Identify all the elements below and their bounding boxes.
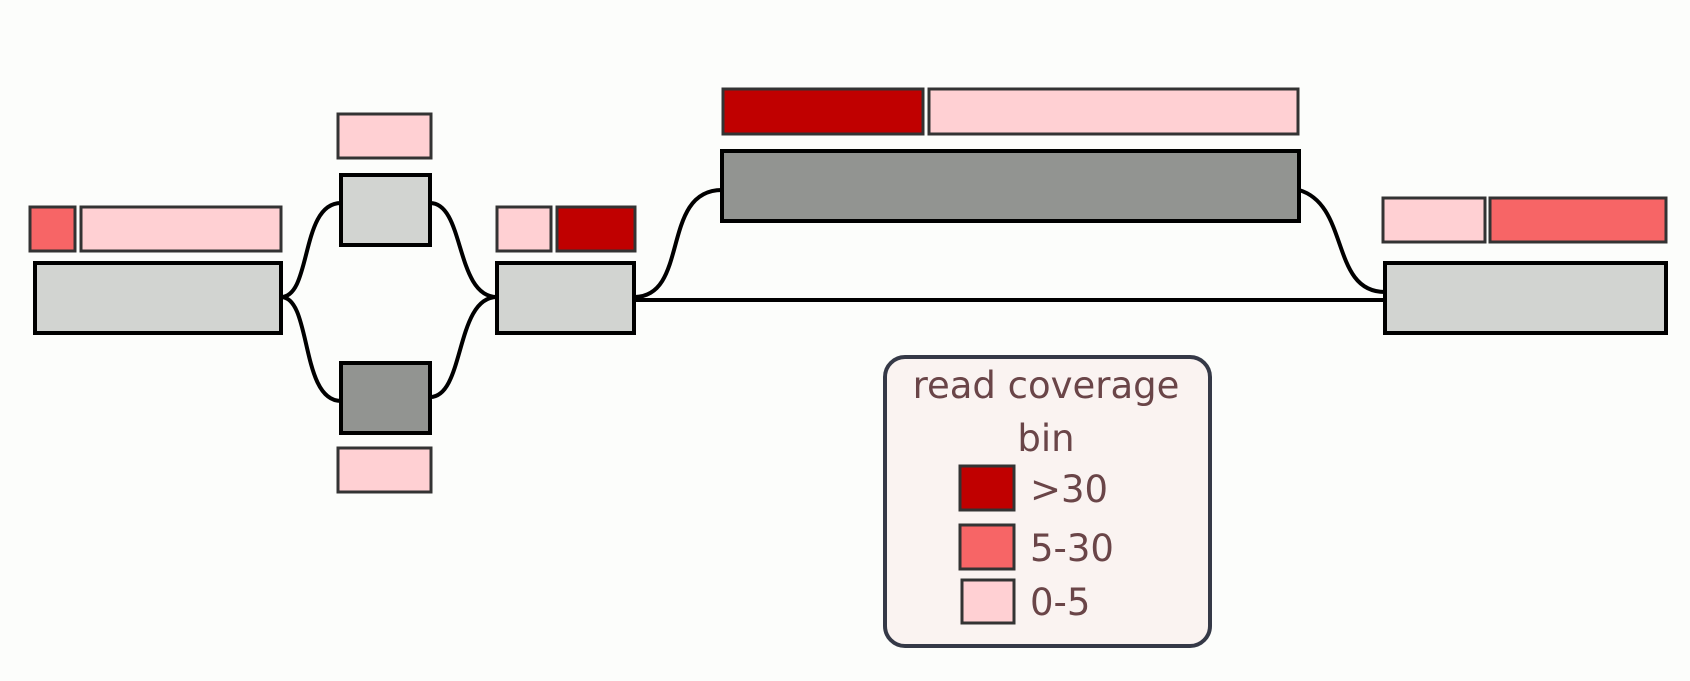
graph-edges — [280, 188, 1386, 403]
edge-node3-node4 — [633, 188, 723, 299]
coverage-bin-0-5 — [336, 112, 433, 160]
coverage-bin-0-5 — [927, 87, 1300, 136]
node-2b — [336, 361, 433, 494]
legend-swatch-5-30 — [958, 523, 1016, 571]
legend-title-line2: bin — [1017, 417, 1074, 460]
node-2a — [336, 112, 433, 247]
edge-node1-node2a — [280, 201, 342, 299]
coverage-bin-0-5 — [495, 205, 553, 253]
coverage-bin-gt30 — [555, 205, 637, 253]
node-3-box — [495, 261, 636, 335]
edge-node1-node2b — [280, 295, 342, 403]
node-5-box — [1383, 261, 1668, 335]
node-2a-box — [339, 173, 432, 247]
node-1 — [28, 205, 283, 335]
legend-label-gt30: >30 — [1030, 468, 1108, 511]
legend-title-line1: read coverage — [913, 364, 1180, 407]
coverage-bin-gt30 — [721, 87, 925, 136]
legend-swatch-0-5 — [960, 578, 1016, 625]
legend-box — [883, 355, 1212, 648]
node-1-box — [33, 261, 283, 335]
legend: read coverage bin >30 5-30 0-5 — [883, 355, 1212, 648]
node-5 — [1381, 196, 1668, 335]
edge-node2a-node3 — [429, 201, 498, 299]
coverage-bin-5-30 — [28, 205, 77, 253]
node-4-box — [720, 149, 1301, 223]
legend-label-5-30: 5-30 — [1030, 527, 1114, 570]
coverage-bin-0-5 — [79, 205, 283, 253]
node-3 — [495, 205, 637, 335]
edge-node2b-node3 — [429, 295, 498, 399]
legend-swatch-gt30 — [958, 464, 1016, 512]
coverage-bin-5-30 — [1488, 196, 1668, 244]
node-4 — [720, 87, 1301, 223]
coverage-bin-0-5 — [336, 446, 433, 494]
node-2b-box — [339, 361, 432, 435]
coverage-bin-0-5 — [1381, 196, 1487, 244]
edge-node4-node5 — [1298, 188, 1386, 294]
legend-label-0-5: 0-5 — [1030, 581, 1090, 624]
